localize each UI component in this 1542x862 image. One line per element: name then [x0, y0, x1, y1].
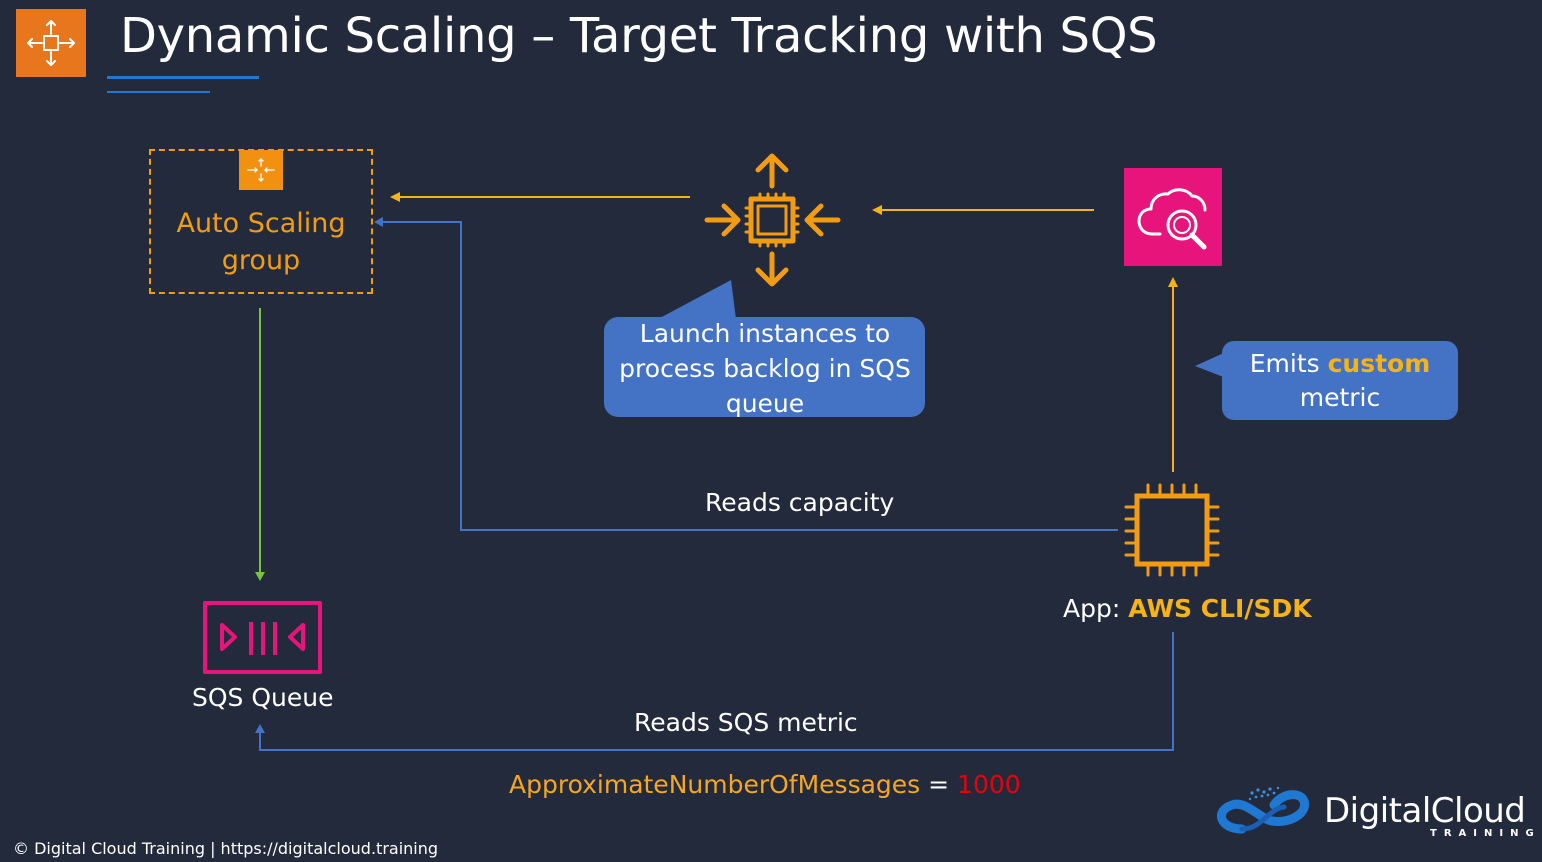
- metric-name: ApproximateNumberOfMessages: [509, 770, 921, 799]
- metric-equals: =: [920, 770, 958, 799]
- auto-scaling-group-label: Auto Scaling group: [176, 208, 346, 276]
- auto-scaling-header-icon: [16, 9, 86, 77]
- brand-subtitle: TRAINING: [1430, 828, 1541, 839]
- metric-value: 1000: [957, 770, 1021, 799]
- auto-scaling-icon: [239, 150, 283, 190]
- emits-highlight: custom: [1327, 349, 1431, 378]
- footer-text: © Digital Cloud Training | https://digit…: [13, 839, 439, 858]
- sqs-queue-icon: [202, 600, 324, 676]
- app-prefix: App:: [1063, 594, 1129, 623]
- emits-callout-text: Emits custom metric: [1225, 347, 1455, 415]
- reads-capacity-label: Reads capacity: [705, 488, 895, 517]
- page-title: Dynamic Scaling – Target Tracking with S…: [120, 8, 1158, 64]
- ec2-instance-icon: [1120, 480, 1224, 580]
- metric-formula: ApproximateNumberOfMessages = 1000: [509, 770, 1021, 799]
- ec2-scaling-icon: [700, 150, 845, 290]
- launch-callout-text: Launch instances to process backlog in S…: [619, 319, 911, 418]
- title-underline-secondary: [107, 91, 210, 93]
- brand-name: DigitalCloud: [1324, 791, 1526, 831]
- emits-callout-bubble: [1195, 341, 1458, 420]
- sqs-queue-label: SQS Queue: [192, 683, 334, 712]
- app-label: App: AWS CLI/SDK: [1063, 594, 1312, 623]
- app-highlight: AWS CLI/SDK: [1128, 594, 1312, 623]
- emits-suffix: metric: [1299, 383, 1381, 412]
- reads-sqs-metric-label: Reads SQS metric: [634, 708, 858, 737]
- emits-prefix: Emits: [1249, 349, 1320, 378]
- launch-callout-bubble: [604, 280, 925, 417]
- cloudwatch-icon: [1124, 168, 1222, 266]
- digitalcloud-logo-icon: [1212, 783, 1322, 843]
- title-underline: [107, 76, 259, 79]
